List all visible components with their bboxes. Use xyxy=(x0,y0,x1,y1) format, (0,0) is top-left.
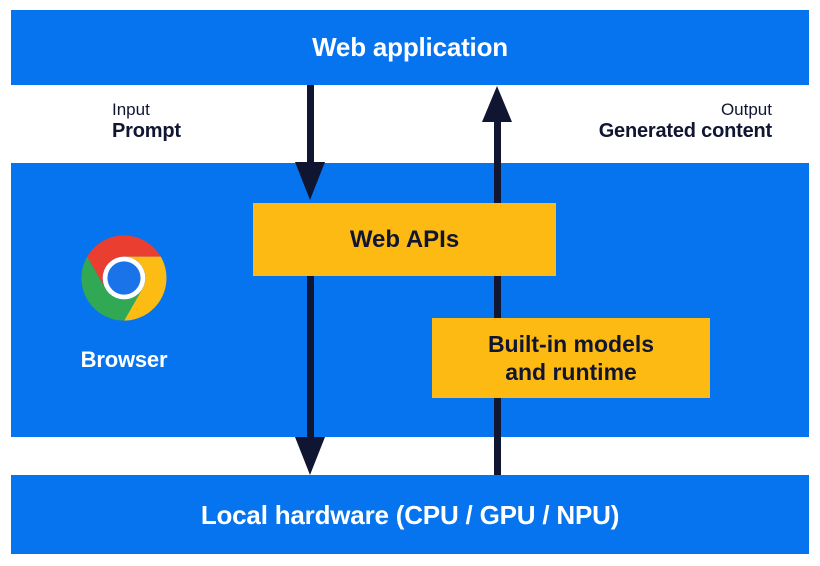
input-label-kind: Input xyxy=(112,100,150,119)
input-label-value: Prompt xyxy=(112,120,181,143)
arrow-head-down xyxy=(295,437,325,475)
band-local-hardware-title: Local hardware (CPU / GPU / NPU) xyxy=(200,500,620,530)
output-label-kind: Output xyxy=(720,100,772,119)
band-web-application-title: Web application xyxy=(312,32,508,62)
band-web-application xyxy=(11,10,809,85)
arrow-shaft xyxy=(307,276,314,439)
chrome-logo-icon xyxy=(81,235,167,321)
input-label: Input Prompt xyxy=(112,100,181,144)
output-label-value: Generated content xyxy=(598,120,773,143)
box-builtin-models-line2: and runtime xyxy=(505,359,637,385)
arrow-shaft xyxy=(494,120,501,475)
band-browser-label: Browser xyxy=(80,347,168,372)
browser-group: Browser xyxy=(56,233,192,373)
arrow-head-down xyxy=(295,162,325,200)
box-builtin-models-line1: Built-in models xyxy=(487,330,655,357)
band-local-hardware xyxy=(11,475,809,554)
arrow-head-up xyxy=(482,86,512,122)
box-web-apis: Web APIs xyxy=(253,203,556,276)
arrow-shaft xyxy=(307,85,314,165)
output-label: Output Generated content xyxy=(598,100,773,144)
box-builtin-models: Built-in models and runtime xyxy=(432,318,710,398)
